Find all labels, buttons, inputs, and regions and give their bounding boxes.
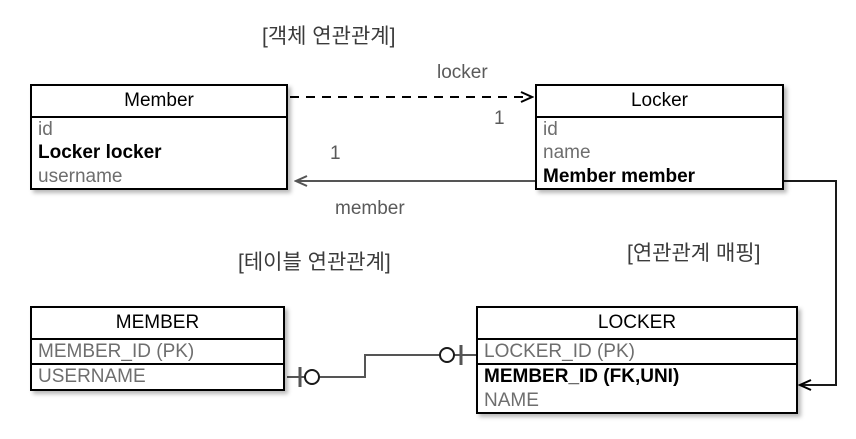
edge-label-locker-role: locker bbox=[437, 62, 488, 83]
attribute-row: id bbox=[38, 119, 53, 140]
class-box-member-attributes: id Locker locker username bbox=[32, 118, 286, 188]
edge-label-locker-multiplicity: 1 bbox=[494, 108, 505, 129]
attribute-row: id bbox=[543, 119, 558, 140]
caption-relation-mapping: [연관관계 매핑] bbox=[627, 242, 761, 265]
class-box-locker-title: Locker bbox=[537, 86, 782, 118]
table-box-locker-title: LOCKER bbox=[478, 308, 796, 340]
table-row: MEMBER_ID (FK,UNI) bbox=[484, 366, 680, 388]
attribute-row: name bbox=[543, 142, 591, 164]
attribute-row: username bbox=[38, 165, 123, 187]
table-row: LOCKER_ID (PK) bbox=[478, 340, 796, 366]
caption-object-relation: [객체 연관관계] bbox=[262, 25, 396, 48]
caption-table-relation: [테이블 연관관계] bbox=[238, 251, 391, 274]
table-row: NAME bbox=[484, 389, 539, 411]
table-box-locker-columns: LOCKER_ID (PK) MEMBER_ID (FK,UNI) NAME bbox=[478, 340, 796, 412]
edge-relation-mapping bbox=[784, 180, 837, 385]
table-row: MEMBER_ID (PK) bbox=[32, 340, 283, 366]
class-box-locker-attributes: id name Member member bbox=[537, 118, 782, 188]
table-row: USERNAME bbox=[38, 366, 146, 388]
class-box-locker[interactable]: Locker id name Member member bbox=[535, 84, 784, 191]
class-box-member-title: Member bbox=[32, 86, 286, 118]
class-box-member[interactable]: Member id Locker locker username bbox=[30, 84, 288, 191]
table-box-member-title: MEMBER bbox=[32, 308, 283, 340]
table-box-member-columns: MEMBER_ID (PK) USERNAME bbox=[32, 340, 283, 389]
attribute-row: Member member bbox=[543, 165, 696, 187]
edge-label-member-role: member bbox=[335, 198, 405, 219]
attribute-row: Locker locker bbox=[38, 142, 162, 164]
edge-label-member-multiplicity: 1 bbox=[330, 143, 341, 164]
table-box-locker[interactable]: LOCKER LOCKER_ID (PK) MEMBER_ID (FK,UNI)… bbox=[476, 306, 798, 415]
edge-member-table-to-locker-table bbox=[287, 345, 476, 387]
table-box-member[interactable]: MEMBER MEMBER_ID (PK) USERNAME bbox=[30, 306, 285, 391]
